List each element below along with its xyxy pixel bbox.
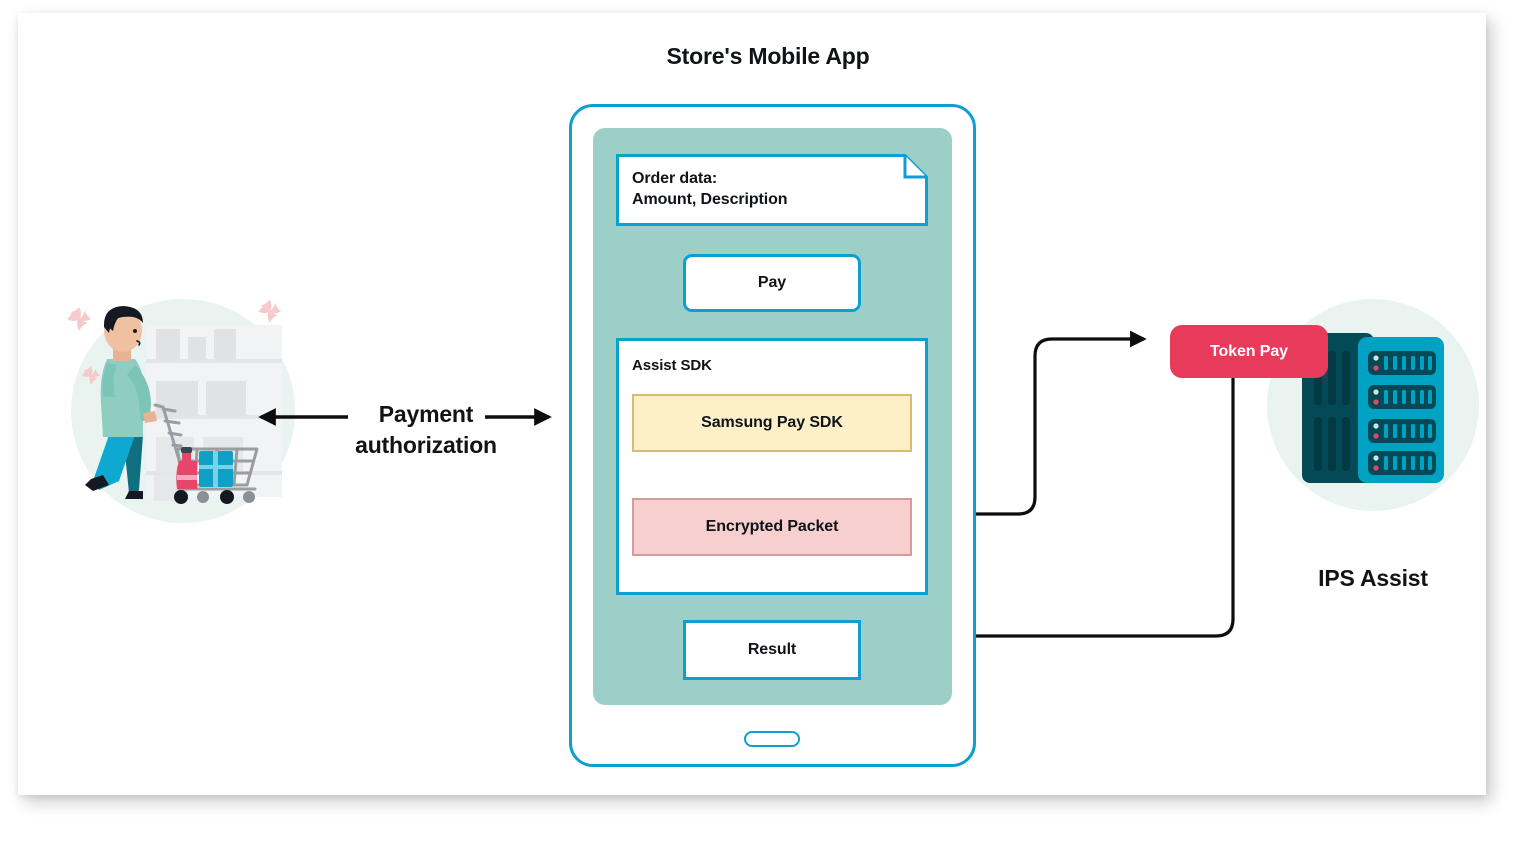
payment-authorization-label: Payment authorization [318,399,534,460]
payment-authorization-line2: authorization [355,431,497,458]
result-label: Result [747,641,797,658]
document-fold-corner [903,155,927,179]
phone-home-indicator[interactable] [744,731,800,747]
pay-button-label: Pay [757,274,787,291]
page-title: Store's Mobile App [666,43,870,69]
payment-authorization-line1: Payment [378,401,474,427]
order-data-text: Order data: Amount, Description [632,168,788,211]
order-data-line1: Order data: [632,170,718,187]
diagram-card: Store's Mobile App [18,13,1486,795]
samsung-pay-sdk-label: Samsung Pay SDK [701,414,843,431]
shopper-cart-illustration [51,285,311,537]
token-pay-label: Token Pay [1210,342,1288,360]
pay-button[interactable]: Pay [683,254,861,312]
ips-assist-label: IPS Assist [1318,565,1428,591]
token-pay-badge[interactable]: Token Pay [1170,325,1328,378]
encrypted-packet-label: Encrypted Packet [705,518,839,535]
samsung-pay-sdk-box[interactable]: Samsung Pay SDK [632,394,912,452]
assist-sdk-label: Assist SDK [632,357,712,374]
result-box[interactable]: Result [683,620,861,680]
order-data-line2: Amount, Description [632,191,788,209]
order-data-document: Order data: Amount, Description [616,154,928,226]
assist-sdk-container [616,338,928,595]
encrypted-packet-box[interactable]: Encrypted Packet [632,498,912,556]
